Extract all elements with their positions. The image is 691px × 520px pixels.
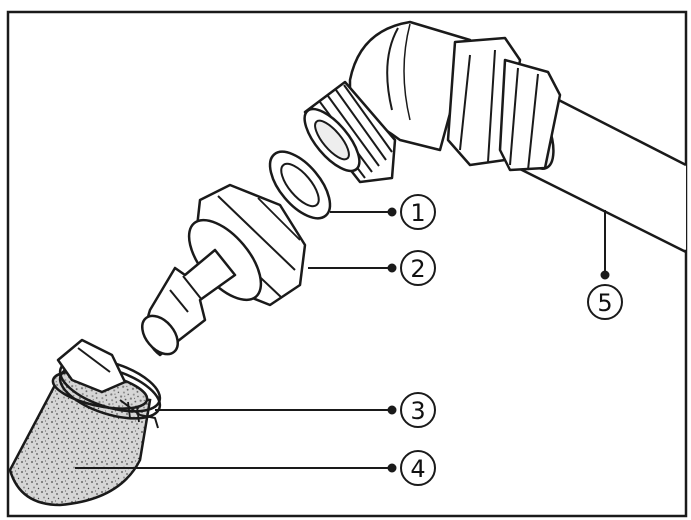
hose-barb-nut-icon bbox=[141, 183, 307, 357]
callout-5-label: 5 bbox=[597, 289, 612, 317]
inlet-filter-icon bbox=[8, 370, 152, 507]
callout-1-label: 1 bbox=[410, 199, 425, 227]
figure-border bbox=[6, 10, 688, 518]
callout-leaders bbox=[75, 207, 610, 473]
hose-clamp-icon bbox=[56, 338, 162, 429]
callout-4: 4 bbox=[400, 450, 436, 486]
callout-1: 1 bbox=[400, 194, 436, 230]
callout-5: 5 bbox=[587, 284, 623, 320]
callout-4-label: 4 bbox=[410, 455, 425, 483]
washer-icon bbox=[268, 150, 332, 220]
elbow-fitting-icon bbox=[303, 20, 562, 184]
callout-2-label: 2 bbox=[410, 255, 425, 283]
callout-3: 3 bbox=[400, 392, 436, 428]
callout-2: 2 bbox=[400, 250, 436, 286]
callout-3-label: 3 bbox=[410, 397, 425, 425]
